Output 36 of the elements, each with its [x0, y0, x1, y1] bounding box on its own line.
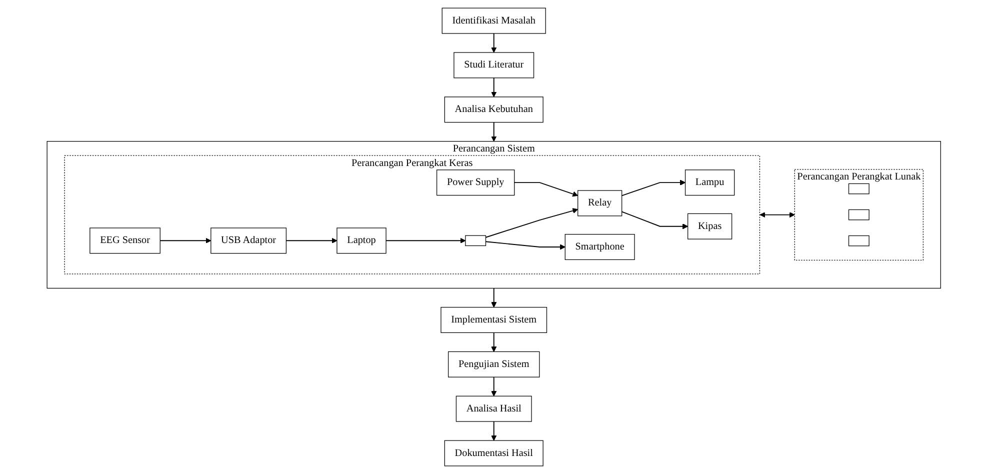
arrow [491, 376, 497, 396]
arrow [491, 122, 497, 142]
arrow [514, 182, 578, 197]
node-box: Analisa Kebutuhan [444, 96, 544, 123]
node-box: Identifikasi Masalah [442, 8, 546, 34]
node-box: USB Adaptor [210, 228, 287, 254]
arrow [491, 332, 497, 352]
node-box: Laptop [336, 228, 386, 254]
node-box: Lampu [685, 170, 735, 196]
node-box: Implementasi Sistem [440, 306, 548, 333]
arrow [491, 77, 497, 98]
node-box: Analisa Hasil [456, 396, 532, 422]
arrow [485, 208, 578, 238]
arrow [286, 238, 338, 244]
arrow [485, 241, 566, 250]
node-box: Studi Literatur [454, 52, 534, 78]
node-box: Dokumentasi Hasil [444, 440, 544, 466]
node-box [848, 183, 870, 194]
arrow [491, 32, 497, 53]
arrow [760, 212, 796, 218]
node-box [848, 235, 870, 246]
arrow [491, 288, 497, 308]
arrow [621, 180, 686, 196]
node-box: Smartphone [564, 234, 635, 260]
node-box: Kipas [688, 213, 732, 240]
cluster: Perancangan Perangkat Lunak [794, 169, 924, 260]
arrow [160, 238, 212, 244]
node-box: Pengujian Sistem [448, 351, 540, 378]
arrow [621, 211, 688, 230]
node-box [465, 235, 486, 246]
node-box [848, 209, 870, 220]
arrow [491, 421, 497, 441]
node-box: Power Supply [436, 170, 515, 196]
arrow [386, 238, 466, 244]
node-box: EEG Sensor [90, 228, 161, 254]
node-box: Relay [578, 190, 622, 216]
